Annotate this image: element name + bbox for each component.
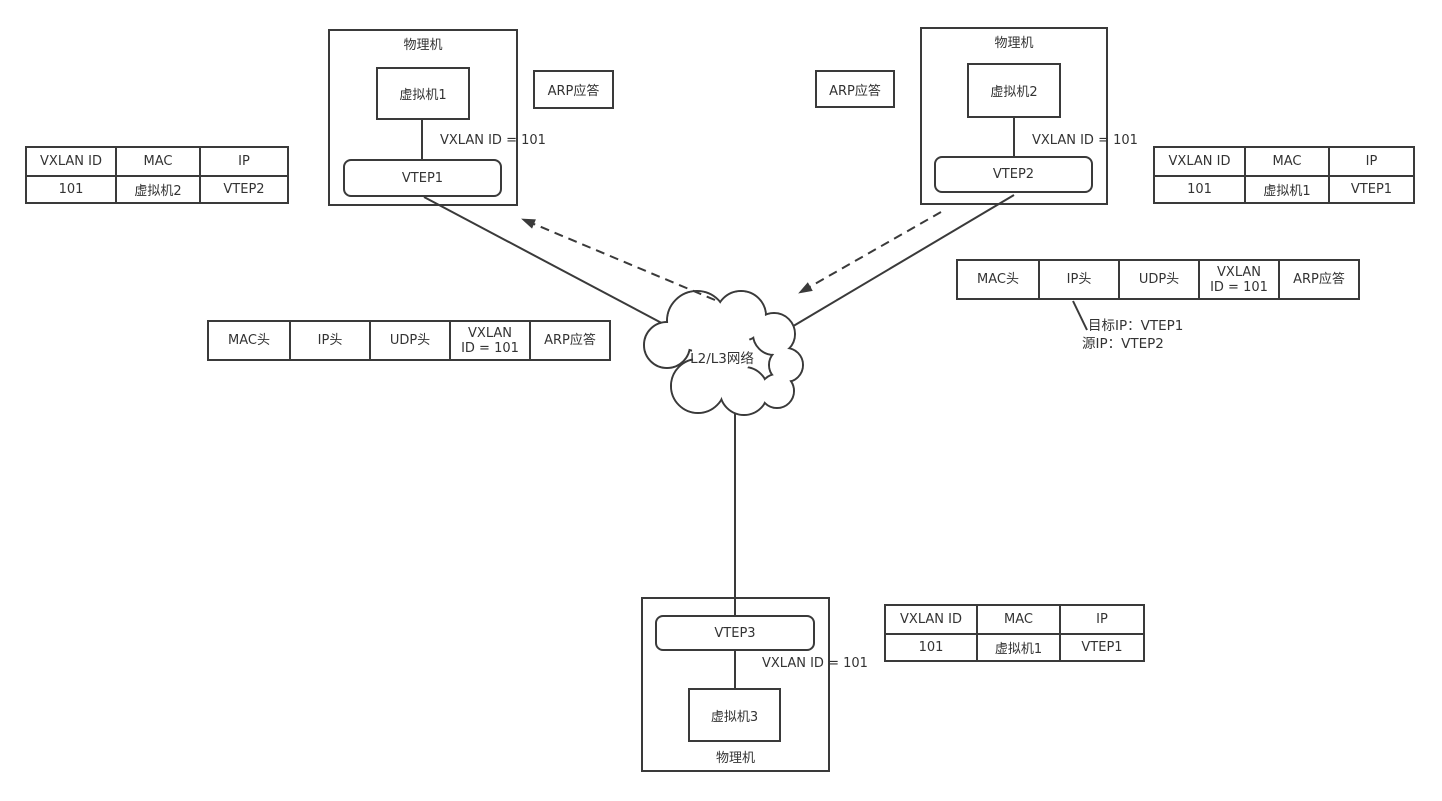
host2-vxlan-id-label: VXLAN ID = 101 [1032,133,1138,148]
link-vtep1-cloud [423,196,689,338]
packet-cell-mac-header: MAC头 [228,333,270,348]
arrow-cloud-to-vtep1 [521,218,716,301]
annotation-src-ip: 源IP：VTEP2 [1082,336,1164,352]
vxlan-header-line1: VXLAN [1217,264,1261,280]
mapping-table-right-data-row: 101 虚拟机1 VTEP1 [1155,175,1413,202]
header-cell: IP [1328,148,1413,175]
data-cell: 101 [27,175,115,202]
packet-cell-udp-header: UDP头 [369,322,449,359]
host3-box: 物理机 [641,597,830,772]
vxlan-packet-right: MAC头 IP头 UDP头 VXLAN ID = 101 ARP应答 [956,259,1360,300]
header-cell: MAC [976,606,1059,633]
packet-cell-vxlan-header: VXLAN ID = 101 [1198,261,1278,298]
packet-cell-ip-header: IP头 [289,322,369,359]
link-vtep2-cloud [789,194,1015,329]
mapping-table-left-header-row: VXLAN ID MAC IP [27,148,287,175]
host3-label: 物理机 [715,751,755,766]
packet-cell-mac-header: MAC头 [977,272,1019,287]
arrow-vtep2-to-cloud [798,211,942,294]
host1-box: 物理机 [328,29,518,206]
vxlan-packet-left: MAC头 IP头 UDP头 VXLAN ID = 101 ARP应答 [207,320,611,361]
data-cell: VTEP2 [199,175,287,202]
data-cell: 101 [1155,175,1244,202]
vxlan-header-line2: ID = 101 [1210,279,1268,295]
data-cell: 101 [886,633,976,660]
packet-cell-payload: ARP应答 [1278,261,1358,298]
vm1-box: 虚拟机1 [376,67,470,120]
header-cell: MAC [115,148,199,175]
packet-cell-ip-header: IP头 [1038,261,1118,298]
vtep3-box: VTEP3 [655,615,815,651]
host1-label: 物理机 [403,38,443,53]
host2-box: 物理机 [920,27,1108,205]
arp-reply-tag-left: ARP应答 [533,70,614,109]
data-cell: VTEP1 [1328,175,1413,202]
header-cell: MAC [1244,148,1328,175]
vm3-box: 虚拟机3 [688,688,781,742]
header-cell: IP [199,148,287,175]
header-cell: VXLAN ID [1168,154,1231,169]
ip-header-annotation: 目标IP：VTEP1 源IP：VTEP2 [1082,317,1183,353]
data-cell: VTEP1 [1059,633,1143,660]
annotation-leader-line [1072,300,1088,331]
annotation-dest-ip: 目标IP：VTEP1 [1088,318,1184,334]
packet-cell-udp-header: UDP头 [1118,261,1198,298]
host3-vxlan-id-label: VXLAN ID = 101 [762,656,868,671]
header-cell: VXLAN ID [900,612,962,627]
host2-label: 物理机 [994,36,1034,51]
host1-vxlan-id-label: VXLAN ID = 101 [440,133,546,148]
vtep1-box: VTEP1 [343,159,502,197]
data-cell: 虚拟机2 [115,175,199,202]
mapping-table-right-header-row: VXLAN ID MAC IP [1155,148,1413,175]
packet-cell-vxlan-header: VXLAN ID = 101 [449,322,529,359]
header-cell: IP [1059,606,1143,633]
mapping-table-bottom: VXLAN ID MAC IP 101 虚拟机1 VTEP1 [884,604,1145,662]
mapping-table-bottom-data-row: 101 虚拟机1 VTEP1 [886,633,1143,660]
l2-l3-network-cloud [643,290,804,416]
data-cell: 虚拟机1 [976,633,1059,660]
mapping-table-right: VXLAN ID MAC IP 101 虚拟机1 VTEP1 [1153,146,1415,204]
mapping-table-left-data-row: 101 虚拟机2 VTEP2 [27,175,287,202]
mapping-table-bottom-header-row: VXLAN ID MAC IP [886,606,1143,633]
cloud-label: L2/L3网络 [690,351,754,367]
vxlan-header-line1: VXLAN [468,325,512,341]
mapping-table-left: VXLAN ID MAC IP 101 虚拟机2 VTEP2 [25,146,289,204]
arp-reply-path [521,211,942,301]
data-cell: 虚拟机1 [1244,175,1328,202]
vm2-box: 虚拟机2 [967,63,1061,118]
vxlan-header-line2: ID = 101 [461,340,519,356]
arp-reply-tag-right: ARP应答 [815,70,895,108]
packet-cell-payload: ARP应答 [529,322,609,359]
solid-links [421,118,1015,688]
vtep2-box: VTEP2 [934,156,1093,193]
header-cell: VXLAN ID [40,154,102,169]
